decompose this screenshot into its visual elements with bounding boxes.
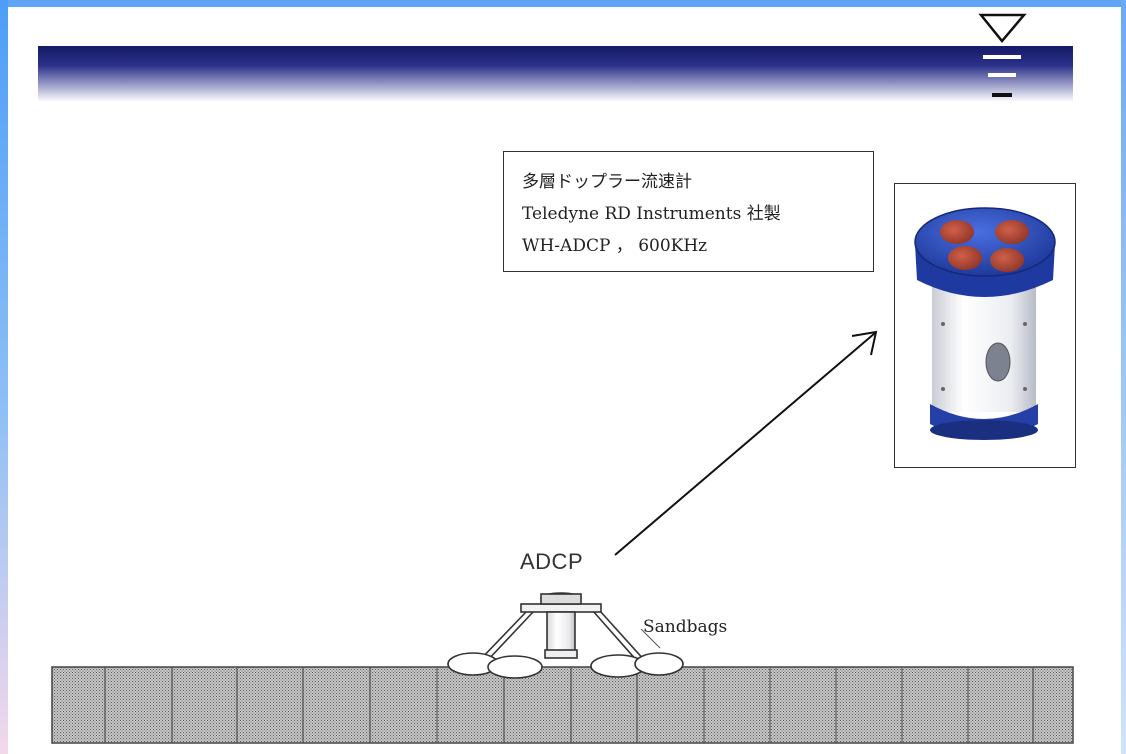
water-level-triangle-icon	[978, 13, 1027, 97]
sandbags	[447, 652, 684, 679]
adcp-instrument-image	[914, 207, 1056, 440]
spec-line-3: WH-ADCP ， 600KHz	[522, 236, 708, 256]
adcp-mount	[477, 592, 647, 663]
frame-top-border	[0, 0, 1126, 7]
spec-line-1: 多層ドップラー流速計	[522, 172, 692, 192]
instrument-photo	[894, 183, 1076, 468]
water-surface-band	[38, 46, 1073, 102]
seabed	[51, 666, 1074, 744]
instrument-spec-box: 多層ドップラー流速計 Teledyne RD Instruments 社製 WH…	[503, 151, 874, 272]
spec-line-2: Teledyne RD Instruments 社製	[522, 204, 781, 224]
sandbags-leader	[640, 628, 661, 649]
arrow-icon	[614, 330, 878, 556]
sandbags-label: Sandbags	[643, 617, 728, 637]
adcp-label: ADCP	[520, 549, 584, 574]
frame-right-border	[1121, 0, 1126, 754]
frame-left-border	[0, 0, 8, 754]
